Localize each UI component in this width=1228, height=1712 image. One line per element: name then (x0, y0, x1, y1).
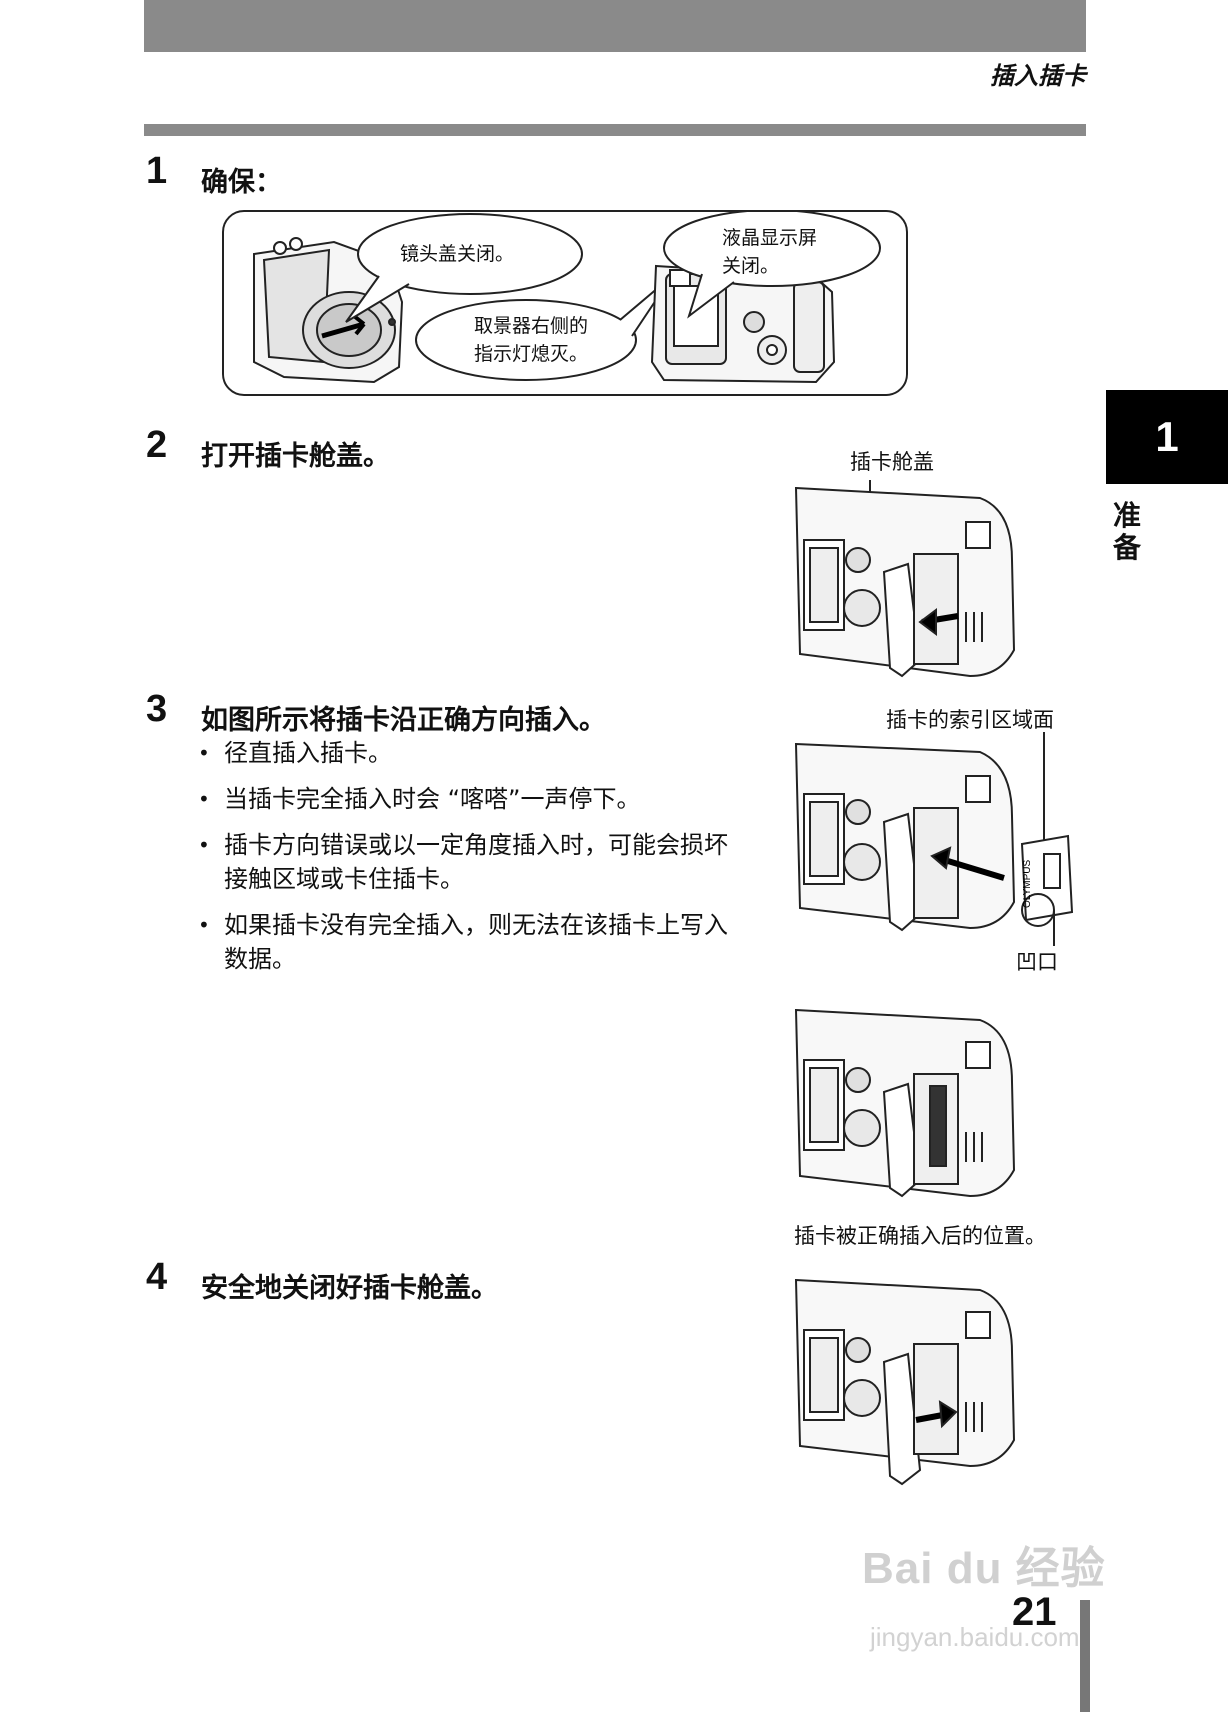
correct-position-caption: 插卡被正确插入后的位置。 (794, 1224, 1046, 1248)
list-item: 如果插卡没有完全插入，则无法在该插卡上写入数据。 (198, 908, 738, 976)
step-1-number: 1 (146, 150, 168, 192)
page-number: 21 (1012, 1590, 1057, 1634)
chapter-tab-label: 准备 (1112, 499, 1141, 564)
list-item: 当插卡完全插入时会 “喀嗒”一声停下。 (198, 782, 738, 816)
header-bar-top (144, 0, 1086, 52)
step-1-callout-box: 镜头盖关闭。 取景器右侧的 指示灯熄灭。 液晶显示屏 关闭。 (222, 210, 908, 396)
header-title: 插入插卡 (990, 62, 1086, 90)
watermark-url: jingyan.baidu.com (870, 1622, 1080, 1652)
notch-label: 凹口 (1016, 950, 1058, 974)
index-area-label: 插卡的索引区域面 (886, 708, 1054, 732)
step-1-illustration (253, 212, 881, 384)
camera-front-illustration (253, 237, 404, 384)
step-3-bullet-list: 径直插入插卡。 当插卡完全插入时会 “喀嗒”一声停下。 插卡方向错误或以一定角度… (198, 736, 738, 988)
lens-cover-bubble (357, 213, 583, 295)
close-cover-illustration (794, 1278, 1016, 1486)
watermark-logo: Bai du 经验 (862, 1544, 1106, 1593)
list-item: 径直插入插卡。 (198, 736, 738, 770)
open-cover-illustration (794, 480, 1016, 678)
lcd-off-text-2: 关闭。 (722, 255, 780, 277)
indicator-lamp-bubble (415, 299, 637, 381)
lcd-off-text-1: 液晶显示屏 (722, 227, 818, 249)
step-2-number: 2 (146, 424, 168, 466)
step-3-text: 如图所示将插卡沿正确方向插入。 (201, 705, 606, 736)
insert-card-illustration: OLYMPUS (794, 732, 1074, 946)
lens-cover-text: 镜头盖关闭。 (400, 243, 515, 265)
page-number-bar (1080, 1600, 1090, 1712)
card-cover-label: 插卡舱盖 (850, 450, 934, 474)
step-4-number: 4 (146, 1256, 168, 1298)
header-bar-bottom (144, 124, 1086, 136)
indicator-lamp-text-2: 指示灯熄灭。 (474, 343, 589, 365)
step-4-text: 安全地关闭好插卡舱盖。 (201, 1273, 498, 1304)
step-3-number: 3 (146, 688, 168, 730)
chapter-tab: 1 (1106, 390, 1228, 484)
card-inserted-illustration (794, 1008, 1016, 1198)
lcd-off-bubble (663, 212, 881, 287)
list-item: 插卡方向错误或以一定角度插入时，可能会损坏接触区域或卡住插卡。 (198, 828, 738, 896)
step-1-text: 确保： (201, 167, 282, 198)
camera-back-illustration (650, 264, 836, 384)
card-brand-label: OLYMPUS (1022, 860, 1033, 908)
step-2-text: 打开插卡舱盖。 (201, 441, 390, 472)
indicator-lamp-text-1: 取景器右侧的 (474, 315, 589, 337)
